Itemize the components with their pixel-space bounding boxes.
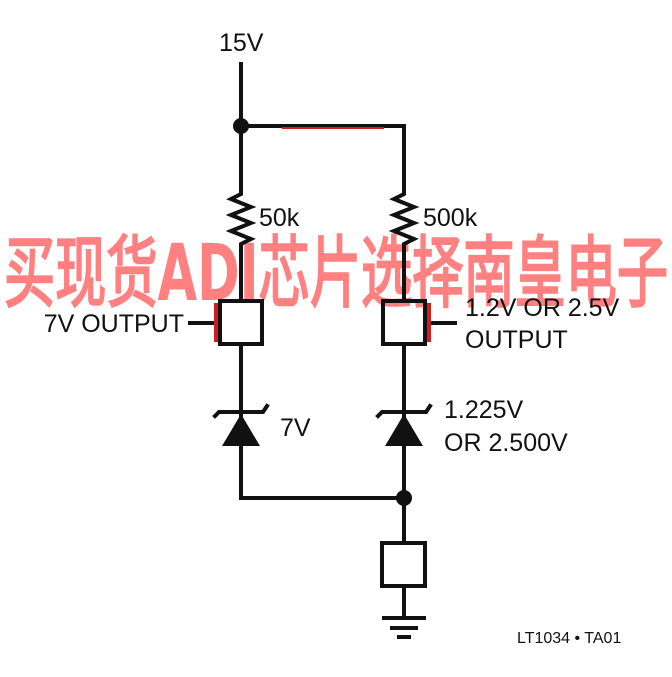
top-junction-dot: [233, 118, 249, 134]
right-zener-label-line2: OR 2.500V: [444, 429, 568, 457]
watermark-text: 买现货ADI芯片选择南皇电子: [4, 229, 668, 319]
right-output-label-line1: 1.2V OR 2.5V: [465, 294, 620, 322]
figure-id: LT1034 • TA01: [517, 630, 621, 647]
left-zener-diode-icon: [222, 414, 260, 446]
right-zener-bar: [375, 403, 433, 419]
right-zener-diode-icon: [385, 414, 423, 446]
left-zener-label: 7V: [280, 414, 311, 442]
right-output-label-line2: OUTPUT: [465, 326, 568, 354]
left-output-label: 7V OUTPUT: [44, 310, 184, 338]
bottom-box: [380, 541, 427, 588]
right-zener-label-line1: 1.225V: [444, 396, 524, 424]
resistor-50k: [225, 184, 257, 254]
supply-label: 15V: [219, 29, 264, 57]
bottom-junction-dot: [396, 490, 412, 506]
resistor-500k-label: 500k: [423, 204, 478, 232]
resistor-500k: [388, 184, 420, 254]
resistor-50k-label: 50k: [259, 204, 300, 232]
left-zener-bar: [212, 403, 270, 419]
